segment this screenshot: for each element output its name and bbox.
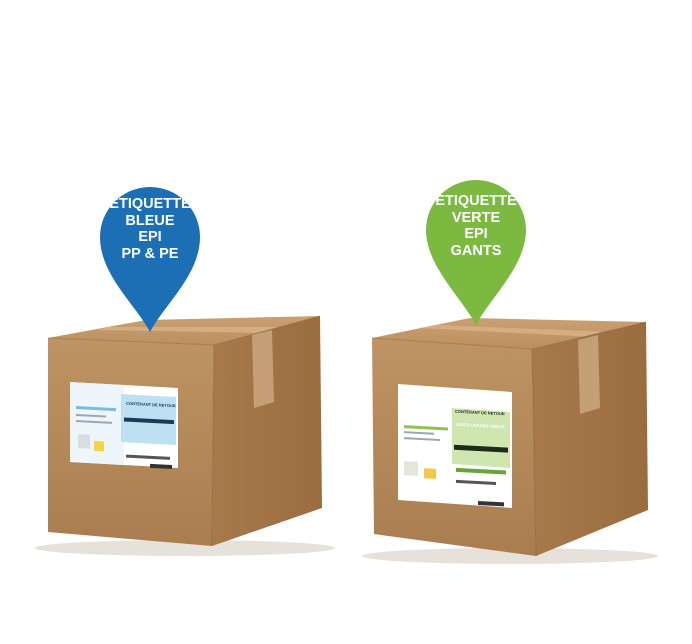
right-box: [362, 318, 658, 564]
blue-pin-line: BLEUE: [125, 212, 175, 229]
green-pin-text: ÉTIQUETTE VERTE EPI GANTS: [424, 193, 528, 260]
green-pin-line: EPI: [464, 226, 488, 243]
green-map-pin: [426, 180, 526, 325]
green-pin-line: ÉTIQUETTE: [435, 193, 517, 209]
blue-pin-text: ÉTIQUETTE BLEUE EPI PP & PE: [96, 196, 204, 263]
blue-map-pin: [100, 187, 200, 332]
right-box-tape-side: [578, 335, 600, 414]
left-box-side: [212, 316, 322, 546]
blue-pin-line: ÉTIQUETTE: [109, 196, 191, 212]
blue-pin-line: PP & PE: [121, 246, 179, 263]
right-box-side: [532, 322, 648, 556]
right-box-tape-top: [420, 325, 612, 337]
green-pin-line: GANTS: [450, 243, 502, 260]
left-box-tape-side: [252, 330, 274, 408]
left-box: [35, 315, 335, 556]
left-box-label: [70, 382, 178, 470]
left-box-tape-top: [96, 327, 284, 333]
right-box-label: [398, 384, 512, 508]
blue-pin-line: EPI: [138, 229, 162, 246]
green-pin-line: VERTE: [451, 209, 501, 226]
